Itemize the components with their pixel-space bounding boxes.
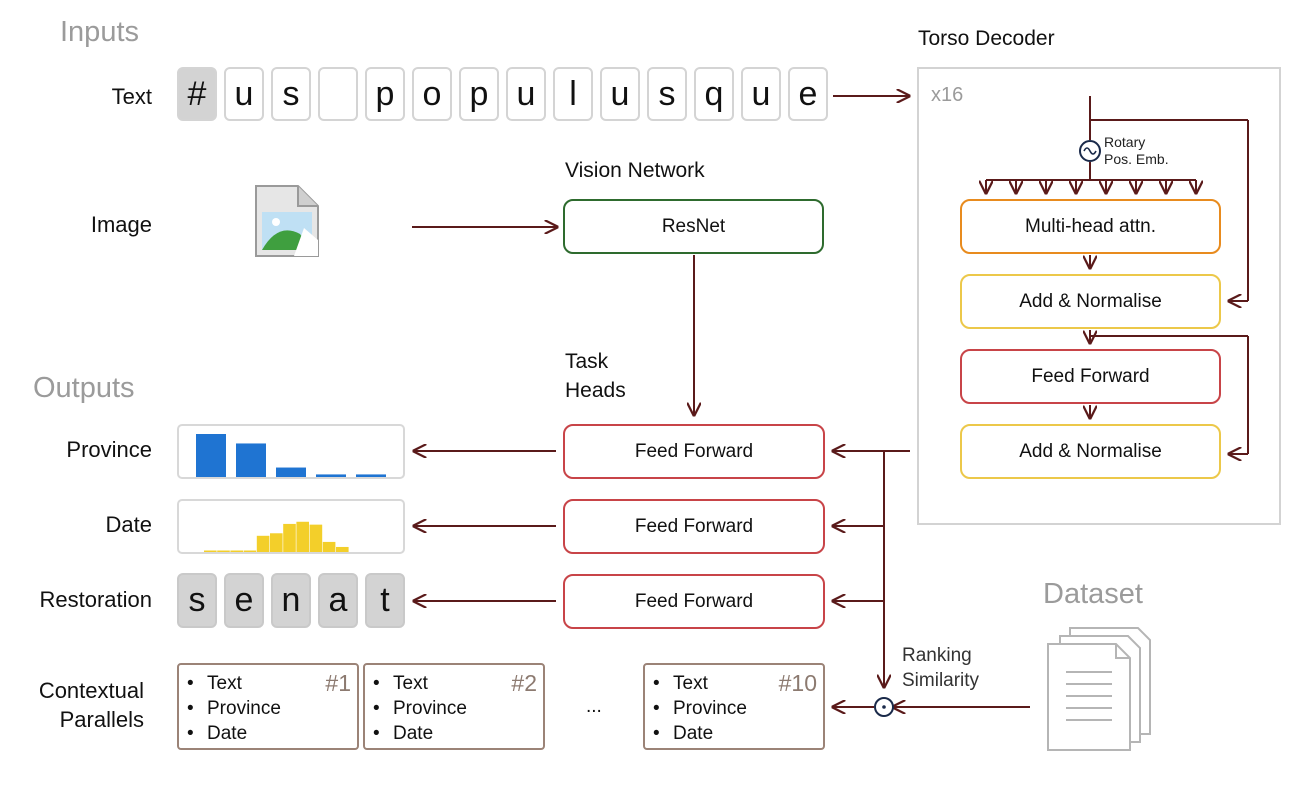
parallel-item: Text (187, 671, 281, 696)
parallel-item: Date (187, 721, 281, 746)
dataset-documents-icon (1047, 627, 1151, 751)
input-token: q (694, 67, 734, 121)
parallel-card-10: Text Province Date #10 (643, 663, 825, 750)
parallel-item: Date (653, 721, 747, 746)
input-token: s (647, 67, 687, 121)
inputs-title: Inputs (60, 16, 139, 48)
resnet-box: ResNet (563, 199, 824, 254)
parallel-item: Text (653, 671, 747, 696)
parallel-card-2: Text Province Date #2 (363, 663, 545, 750)
parallel-item: Province (373, 696, 467, 721)
add-normalise-box-1: Add & Normalise (960, 274, 1221, 329)
image-label: Image (90, 212, 152, 237)
rotary-label-1: Rotary (1104, 134, 1146, 150)
bar (236, 443, 266, 477)
parallel-item: Text (373, 671, 467, 696)
date-chart (177, 499, 405, 554)
input-token: u (506, 67, 546, 121)
parallel-item: Province (653, 696, 747, 721)
task-heads-title-2: Heads (565, 379, 626, 402)
contextual-label-2: Parallels (59, 707, 144, 732)
bar (283, 523, 296, 552)
task-head-province: Feed Forward (563, 424, 825, 479)
bar (217, 550, 230, 552)
ranking-similarity-label: Ranking Similarity (902, 643, 979, 693)
date-label: Date (105, 512, 152, 537)
parallel-item: Date (373, 721, 467, 746)
bar (336, 546, 349, 552)
input-token: p (459, 67, 499, 121)
input-token: u (600, 67, 640, 121)
broken-image-icon (255, 185, 319, 257)
input-token: # (177, 67, 217, 121)
restoration-token: s (177, 573, 217, 628)
rotary-label-2: Pos. Emb. (1104, 151, 1169, 167)
parallels-ellipsis: ... (586, 696, 602, 717)
province-chart (177, 424, 405, 479)
restoration-token: n (271, 573, 311, 628)
input-token (318, 67, 358, 121)
input-token: l (553, 67, 593, 121)
bar (256, 535, 270, 552)
province-label: Province (66, 437, 152, 462)
text-label: Text (111, 84, 152, 109)
bar (296, 521, 309, 552)
rotary-label: Rotary Pos. Emb. (1104, 134, 1169, 168)
outputs-title: Outputs (33, 372, 135, 404)
dataset-title: Dataset (1043, 578, 1143, 610)
input-token: p (365, 67, 405, 121)
input-token: o (412, 67, 452, 121)
restoration-label: Restoration (39, 587, 152, 612)
add-normalise-box-2: Add & Normalise (960, 424, 1221, 479)
input-token: s (271, 67, 311, 121)
task-head-date: Feed Forward (563, 499, 825, 554)
bar (356, 474, 386, 477)
bar (309, 524, 323, 552)
repeat-count: x16 (931, 84, 964, 106)
input-token: e (788, 67, 828, 121)
restoration-token: t (365, 573, 405, 628)
parallel-number: #2 (511, 670, 537, 696)
multi-head-attention-box: Multi-head attn. (960, 199, 1221, 254)
bar (276, 467, 306, 477)
restoration-token: a (318, 573, 358, 628)
task-head-restoration: Feed Forward (563, 574, 825, 629)
ranking-label-1: Ranking (902, 645, 972, 666)
date-chart-svg (204, 521, 349, 552)
task-heads-title-1: Task (565, 350, 609, 373)
torso-decoder-frame (917, 67, 1281, 525)
parallel-number: #1 (325, 670, 351, 696)
input-token: u (741, 67, 781, 121)
bar (230, 550, 243, 552)
bar (270, 533, 283, 552)
input-token: u (224, 67, 264, 121)
torso-feed-forward-box: Feed Forward (960, 349, 1221, 404)
parallel-item: Province (187, 696, 281, 721)
torso-decoder-title: Torso Decoder (918, 27, 1055, 50)
parallel-number: #10 (778, 670, 817, 696)
bar (322, 541, 336, 552)
bar (316, 474, 346, 477)
province-chart-svg (196, 434, 386, 477)
vision-network-title: Vision Network (565, 159, 705, 182)
parallel-card-1: Text Province Date #1 (177, 663, 359, 750)
bar (243, 550, 257, 552)
restoration-token: e (224, 573, 264, 628)
bar (196, 434, 226, 477)
bar (204, 550, 217, 552)
ranking-label-2: Similarity (902, 670, 980, 691)
contextual-label-1: Contextual (38, 678, 144, 703)
